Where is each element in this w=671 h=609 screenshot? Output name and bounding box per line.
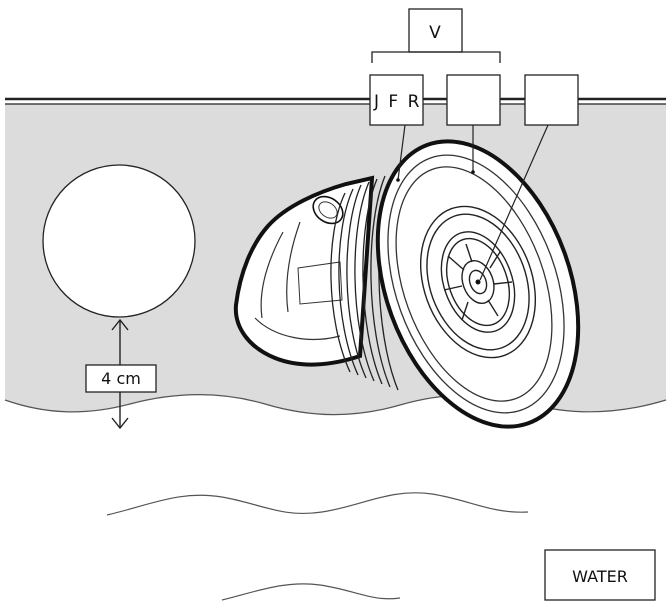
distance-label: 4 cm	[101, 369, 141, 388]
group-label-box	[408, 8, 463, 53]
water-label-box	[544, 549, 656, 601]
jet-fitting	[233, 139, 581, 429]
leader-right	[479, 124, 549, 281]
reference-circle	[42, 164, 196, 318]
water-label: WATER	[572, 567, 628, 586]
left-label-box	[369, 74, 424, 126]
left-label: J F R	[373, 92, 421, 112]
rotating-nozzle	[419, 205, 537, 359]
middle-label-box	[446, 74, 501, 126]
water-wave-2	[221, 583, 401, 601]
jet-elbow-body	[233, 175, 375, 367]
nozzle-center-dot	[475, 279, 481, 285]
group-bracket	[371, 51, 501, 63]
threaded-collar	[330, 172, 399, 391]
right-label-box	[524, 74, 579, 126]
group-label: V	[429, 23, 441, 43]
water-wave-1	[106, 492, 529, 516]
distance-label-box	[85, 364, 157, 393]
leader-left	[397, 124, 406, 181]
